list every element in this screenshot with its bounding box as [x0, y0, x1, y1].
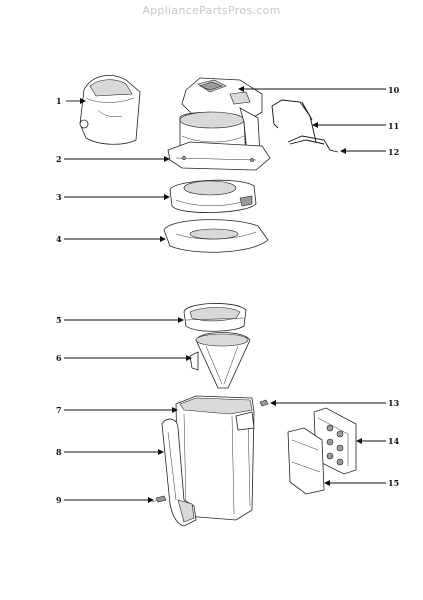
- part-8-handle[interactable]: [161, 418, 197, 527]
- part-12-wire-clip[interactable]: [287, 135, 339, 153]
- part-1-cover[interactable]: [79, 75, 141, 145]
- svg-text:1: 1: [56, 96, 62, 106]
- part-2-base-assembly[interactable]: [167, 77, 271, 171]
- callout-12[interactable]: 12: [340, 147, 399, 157]
- svg-text:12: 12: [388, 147, 399, 157]
- callout-15[interactable]: 15: [324, 478, 399, 488]
- callout-3[interactable]: 3: [56, 192, 170, 202]
- svg-text:14: 14: [388, 436, 400, 446]
- callout-11[interactable]: 11: [312, 121, 399, 131]
- watermark: AppliancePartsPros.com: [142, 4, 281, 17]
- svg-text:2: 2: [56, 154, 62, 164]
- svg-text:10: 10: [388, 85, 400, 95]
- part-4-drip-tray[interactable]: [163, 219, 269, 253]
- callout-2[interactable]: 2: [56, 154, 170, 164]
- part-15-back-plate[interactable]: [287, 427, 325, 495]
- callout-7[interactable]: 7: [56, 405, 178, 415]
- part-9-screw[interactable]: [151, 495, 167, 503]
- svg-text:7: 7: [56, 405, 62, 415]
- svg-text:3: 3: [56, 192, 62, 202]
- svg-text:15: 15: [388, 478, 399, 488]
- part-14-cover-panel[interactable]: [313, 407, 357, 475]
- part-11-wire-bracket[interactable]: [271, 99, 317, 143]
- svg-text:5: 5: [56, 315, 62, 325]
- svg-text:6: 6: [56, 353, 62, 363]
- svg-text:9: 9: [56, 495, 62, 505]
- part-6-cone-filter[interactable]: [189, 332, 251, 389]
- svg-text:4: 4: [56, 234, 62, 244]
- svg-text:11: 11: [388, 121, 399, 131]
- part-5-brew-basket[interactable]: [183, 303, 247, 332]
- part-13-screw[interactable]: [259, 399, 269, 407]
- callout-14[interactable]: 14: [356, 436, 400, 446]
- callout-9[interactable]: 9: [56, 495, 154, 505]
- callout-6[interactable]: 6: [56, 353, 192, 363]
- callout-10[interactable]: 10: [238, 85, 400, 95]
- callout-5[interactable]: 5: [56, 315, 184, 325]
- part-7-water-reservoir[interactable]: [175, 395, 255, 521]
- callout-4[interactable]: 4: [56, 234, 166, 244]
- callout-13[interactable]: 13: [270, 398, 400, 408]
- svg-text:13: 13: [388, 398, 400, 408]
- callout-1[interactable]: 1: [56, 96, 86, 106]
- callouts: 1 2 3 4 5: [56, 85, 400, 505]
- svg-text:8: 8: [56, 447, 62, 457]
- callout-8[interactable]: 8: [56, 447, 164, 457]
- part-3-filter-holder[interactable]: [169, 179, 257, 213]
